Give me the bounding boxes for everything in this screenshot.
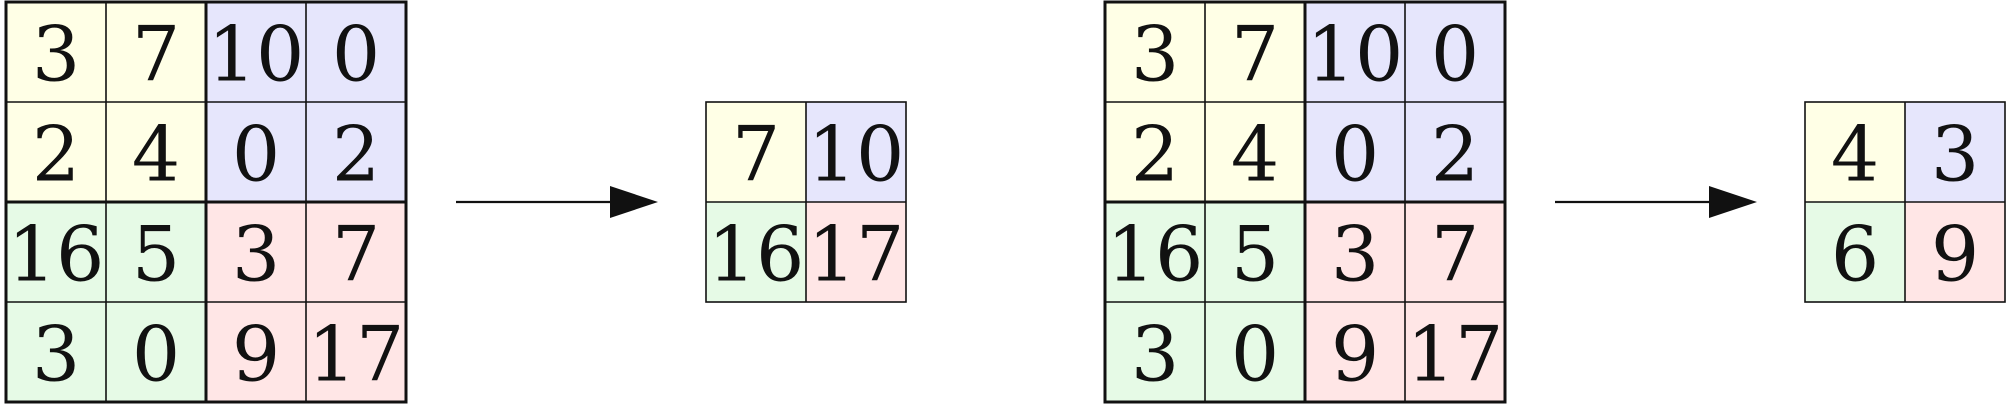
example-1-input-grid-value-r3-c1: 0 bbox=[132, 310, 180, 399]
example-1-input-grid-cell-r0-c1 bbox=[106, 2, 206, 102]
example-2-input-grid-value-r1-c3: 2 bbox=[1431, 110, 1479, 199]
example-1-input-grid-cell-r0-c2 bbox=[206, 2, 306, 102]
example-1-input-grid-cell-r3-c3 bbox=[306, 302, 406, 402]
example-1-output-grid-value-r1-c0: 16 bbox=[708, 210, 805, 299]
example-2-input-grid-cell-r3-c2 bbox=[1305, 302, 1405, 402]
example-1-input-grid-cell-r3-c0 bbox=[6, 302, 106, 402]
example-2-output-grid-cell-r0-c1 bbox=[1905, 102, 2005, 202]
example-2-output-grid-cell-r1-c1 bbox=[1905, 202, 2005, 302]
right-arrow-2-icon bbox=[1555, 186, 1757, 218]
example-2-input-grid-value-r1-c2: 0 bbox=[1331, 110, 1379, 199]
example-1-input-grid-value-r2-c2: 3 bbox=[232, 210, 280, 299]
example-2-input-grid-value-r3-c2: 9 bbox=[1331, 310, 1379, 399]
example-2-input-grid-value-r1-c0: 2 bbox=[1131, 110, 1179, 199]
example-2-input-grid-cell-r3-c1 bbox=[1205, 302, 1305, 402]
example-2-output-grid-value-r0-c1: 3 bbox=[1931, 110, 1979, 199]
example-1-output-grid-value-r1-c1: 17 bbox=[808, 210, 905, 299]
example-1-input-grid-value-r0-c0: 3 bbox=[32, 10, 80, 99]
example-1-input-grid-cell-r2-c1 bbox=[106, 202, 206, 302]
example-1-input-grid-value-r1-c2: 0 bbox=[232, 110, 280, 199]
right-arrow-1-icon-head bbox=[610, 186, 658, 218]
example-1-input-grid-cell-r1-c2 bbox=[206, 102, 306, 202]
example-2-input-grid-cell-r1-c2 bbox=[1305, 102, 1405, 202]
arrow-layer bbox=[456, 186, 1757, 218]
example-2-input-grid-value-r1-c1: 4 bbox=[1231, 110, 1279, 199]
example-1-input-grid-value-r3-c3: 17 bbox=[308, 310, 405, 399]
example-2-input-grid-value-r3-c1: 0 bbox=[1231, 310, 1279, 399]
right-arrow-2-icon-head bbox=[1709, 186, 1757, 218]
example-2-input-grid-value-r0-c3: 0 bbox=[1431, 10, 1479, 99]
example-1-input-grid-cell-r1-c0 bbox=[6, 102, 106, 202]
example-2-input-grid-cell-r1-c3 bbox=[1405, 102, 1505, 202]
example-2-output-grid-value-r1-c1: 9 bbox=[1931, 210, 1979, 299]
example-1-input-grid-value-r2-c1: 5 bbox=[132, 210, 180, 299]
cell-layer bbox=[6, 2, 2005, 402]
example-2-input-grid-cell-r0-c3 bbox=[1405, 2, 1505, 102]
example-2-input-grid-value-r2-c1: 5 bbox=[1231, 210, 1279, 299]
example-2-input-grid-value-r2-c2: 3 bbox=[1331, 210, 1379, 299]
example-2-input-grid-value-r0-c2: 10 bbox=[1307, 10, 1404, 99]
example-1-input-grid-value-r3-c2: 9 bbox=[232, 310, 280, 399]
example-2-input-grid-cell-r3-c0 bbox=[1105, 302, 1205, 402]
example-2-input-grid-value-r0-c1: 7 bbox=[1231, 10, 1279, 99]
example-1-output-grid-value-r0-c0: 7 bbox=[732, 110, 780, 199]
example-1-input-grid-cell-r3-c1 bbox=[106, 302, 206, 402]
example-1-input-grid-cell-r1-c3 bbox=[306, 102, 406, 202]
right-arrow-1-icon bbox=[456, 186, 658, 218]
example-1-input-grid-cell-r1-c1 bbox=[106, 102, 206, 202]
example-2-input-grid-value-r2-c0: 16 bbox=[1107, 210, 1204, 299]
example-2-input-grid-value-r3-c0: 3 bbox=[1131, 310, 1179, 399]
example-1-output-grid-cell-r0-c1 bbox=[806, 102, 906, 202]
example-1-input-grid-value-r3-c0: 3 bbox=[32, 310, 80, 399]
example-2-input-grid-cell-r2-c0 bbox=[1105, 202, 1205, 302]
example-1-input-grid-cell-r0-c3 bbox=[306, 2, 406, 102]
example-1-output-grid-border bbox=[705, 101, 907, 303]
example-2-output-grid-value-r0-c0: 4 bbox=[1831, 110, 1879, 199]
example-2-input-grid-cell-r0-c1 bbox=[1205, 2, 1305, 102]
example-1-input-grid-cell-r2-c3 bbox=[306, 202, 406, 302]
example-2-input-grid-cell-r2-c1 bbox=[1205, 202, 1305, 302]
example-1-input-grid-value-r0-c3: 0 bbox=[332, 10, 380, 99]
example-1-output-grid-value-r0-c1: 10 bbox=[808, 110, 905, 199]
example-1-input-grid-cell-r3-c2 bbox=[206, 302, 306, 402]
example-2-input-grid-cell-r1-c0 bbox=[1105, 102, 1205, 202]
example-2-input-grid-border bbox=[1103, 0, 1507, 404]
example-2-input-grid-cell-r2-c3 bbox=[1405, 202, 1505, 302]
example-1-input-grid-cell-r2-c2 bbox=[206, 202, 306, 302]
example-2-input-grid-value-r3-c3: 17 bbox=[1407, 310, 1504, 399]
example-1-input-grid-cell-r2-c0 bbox=[6, 202, 106, 302]
example-2-input-grid-cell-r3-c3 bbox=[1405, 302, 1505, 402]
example-1-output-grid-cell-r1-c0 bbox=[706, 202, 806, 302]
example-1-input-grid-border bbox=[4, 0, 408, 404]
example-2-output-grid-border bbox=[1804, 101, 2006, 303]
example-1-input-grid-value-r1-c0: 2 bbox=[32, 110, 80, 199]
example-1-input-grid-value-r1-c1: 4 bbox=[132, 110, 180, 199]
example-2-output-grid-value-r1-c0: 6 bbox=[1831, 210, 1879, 299]
example-2-input-grid-cell-r0-c2 bbox=[1305, 2, 1405, 102]
example-1-input-grid-value-r1-c3: 2 bbox=[332, 110, 380, 199]
example-1-output-grid-cell-r1-c1 bbox=[806, 202, 906, 302]
example-2-input-grid-cell-r0-c0 bbox=[1105, 2, 1205, 102]
example-1-input-grid-value-r2-c0: 16 bbox=[8, 210, 105, 299]
example-2-input-grid-value-r0-c0: 3 bbox=[1131, 10, 1179, 99]
example-1-input-grid-value-r0-c2: 10 bbox=[208, 10, 305, 99]
example-2-input-grid-value-r2-c3: 7 bbox=[1431, 210, 1479, 299]
example-2-output-grid-cell-r0-c0 bbox=[1805, 102, 1905, 202]
example-1-output-grid-cell-r0-c0 bbox=[706, 102, 806, 202]
example-2-input-grid-cell-r1-c1 bbox=[1205, 102, 1305, 202]
example-1-input-grid-cell-r0-c0 bbox=[6, 2, 106, 102]
example-1-input-grid-value-r0-c1: 7 bbox=[132, 10, 180, 99]
grid-line-layer bbox=[4, 0, 2006, 404]
example-2-output-grid-cell-r1-c0 bbox=[1805, 202, 1905, 302]
example-2-input-grid-cell-r2-c2 bbox=[1305, 202, 1405, 302]
example-1-input-grid-value-r2-c3: 7 bbox=[332, 210, 380, 299]
